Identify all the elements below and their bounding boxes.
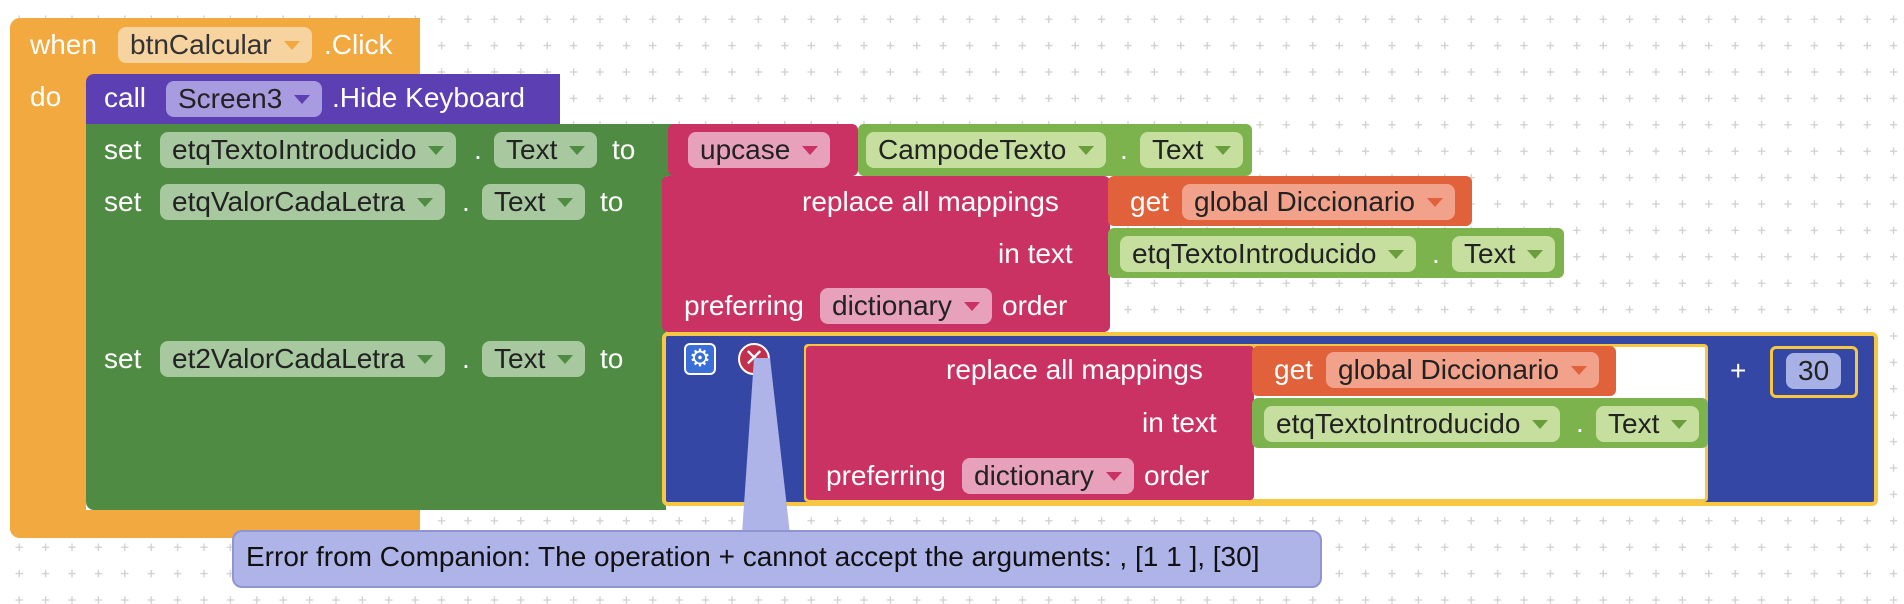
chevron-down-icon	[283, 41, 300, 50]
getter-component-dropdown[interactable]: etqTextoIntroducido	[1120, 236, 1417, 272]
set-label: set	[104, 134, 142, 165]
chevron-down-icon	[557, 198, 574, 207]
call-component-dropdown[interactable]: Screen3	[166, 81, 323, 117]
chevron-down-icon	[1671, 420, 1688, 429]
chevron-down-icon	[1105, 472, 1122, 481]
set2-property-dropdown[interactable]: Text	[482, 184, 586, 220]
chevron-down-icon	[416, 355, 433, 364]
getter-dot: .	[1432, 238, 1440, 269]
in-text-label: in text	[1142, 407, 1217, 438]
plus-operator: +	[1730, 355, 1747, 386]
error-icon[interactable]: ✕	[738, 343, 770, 375]
getter-property-dropdown[interactable]: Text	[1596, 406, 1700, 442]
event-component-dropdown[interactable]: btnCalcular	[118, 27, 312, 63]
chevron-down-icon	[1527, 250, 1544, 259]
chevron-down-icon	[1078, 146, 1095, 155]
order-label: order	[1002, 290, 1068, 321]
chevron-down-icon	[1427, 198, 1444, 207]
call-method: .Hide Keyboard	[332, 82, 526, 113]
getter-property-dropdown[interactable]: Text	[1452, 236, 1556, 272]
set1-property-dropdown[interactable]: Text	[494, 132, 598, 168]
order-dropdown[interactable]: dictionary	[820, 288, 992, 324]
getter-dot: .	[1120, 134, 1128, 165]
preferring-label: preferring	[684, 290, 804, 321]
get-label: get	[1130, 186, 1169, 217]
chevron-down-icon	[557, 355, 574, 364]
event-name: .Click	[324, 29, 393, 60]
event-block-body	[10, 70, 86, 538]
when-label: when	[30, 29, 97, 60]
variable-dropdown[interactable]: global Diccionario	[1182, 184, 1456, 220]
chevron-down-icon	[802, 146, 819, 155]
getter-component-dropdown[interactable]: etqTextoIntroducido	[1264, 406, 1561, 442]
getter-component-dropdown[interactable]: CampodeTexto	[866, 132, 1107, 168]
chevron-down-icon	[1388, 250, 1405, 259]
replace-label: replace all mappings	[946, 354, 1203, 385]
chevron-down-icon	[294, 95, 311, 104]
number-value[interactable]: 30	[1786, 353, 1842, 389]
order-dropdown[interactable]: dictionary	[962, 458, 1134, 494]
call-hide-keyboard-block[interactable]	[86, 74, 560, 124]
set2-to-label: to	[600, 186, 624, 217]
variable-dropdown[interactable]: global Diccionario	[1326, 352, 1600, 388]
get-label: get	[1274, 354, 1313, 385]
error-bubble: Error from Companion: The operation + ca…	[232, 530, 1322, 588]
getter-property-dropdown[interactable]: Text	[1140, 132, 1244, 168]
chevron-down-icon	[963, 302, 980, 311]
set3-component-dropdown[interactable]: et2ValorCadaLetra	[160, 341, 445, 377]
set2-component-dropdown[interactable]: etqValorCadaLetra	[160, 184, 445, 220]
set3-dot: .	[462, 343, 470, 374]
chevron-down-icon	[416, 198, 433, 207]
chevron-down-icon	[569, 146, 586, 155]
do-label: do	[30, 81, 62, 112]
chevron-down-icon	[1532, 420, 1549, 429]
order-label: order	[1144, 460, 1210, 491]
set-label: set	[104, 186, 142, 217]
gear-icon[interactable]: ⚙	[684, 343, 716, 375]
set3-to-label: to	[600, 343, 624, 374]
set3-property-dropdown[interactable]: Text	[482, 341, 586, 377]
chevron-down-icon	[1571, 366, 1588, 375]
replace-label: replace all mappings	[802, 186, 1059, 217]
getter-dot: .	[1576, 407, 1584, 438]
set2-dot: .	[462, 186, 470, 217]
chevron-down-icon	[1215, 146, 1232, 155]
upcase-function-dropdown[interactable]: upcase	[688, 132, 831, 168]
set1-component-dropdown[interactable]: etqTextoIntroducido	[160, 132, 457, 168]
chevron-down-icon	[428, 146, 445, 155]
error-message: Error from Companion: The operation + ca…	[246, 541, 1260, 572]
call-label: call	[104, 82, 147, 113]
preferring-label: preferring	[826, 460, 946, 491]
set-label: set	[104, 343, 142, 374]
in-text-label: in text	[998, 238, 1073, 269]
set1-dot: .	[474, 134, 482, 165]
set1-to-label: to	[612, 134, 636, 165]
